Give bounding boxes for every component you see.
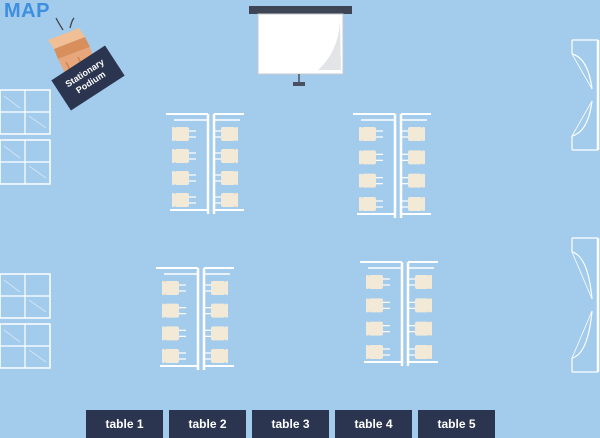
chair-icon <box>359 127 383 141</box>
projector-screen-icon <box>249 6 352 86</box>
tab-table-2[interactable]: table 2 <box>169 410 246 438</box>
tab-table-5[interactable]: table 5 <box>418 410 495 438</box>
table-group-2 <box>353 113 431 218</box>
chair-icon <box>172 149 196 163</box>
chair-icon <box>204 281 228 295</box>
chair-icon <box>359 197 383 211</box>
chair-icon <box>172 193 196 207</box>
window-icon <box>0 273 51 369</box>
chair-icon <box>162 349 186 363</box>
chair-icon <box>408 298 432 313</box>
chair-icon <box>359 173 383 188</box>
chair-icon <box>408 345 432 359</box>
chair-icon <box>408 275 432 289</box>
chair-icon <box>401 173 425 188</box>
chair-icon <box>401 150 425 165</box>
door-icon <box>571 39 600 151</box>
table-group-4 <box>360 261 438 366</box>
table-groups <box>156 113 438 370</box>
chair-icon <box>172 127 196 141</box>
chair-icon <box>162 303 186 318</box>
tab-table-4[interactable]: table 4 <box>335 410 412 438</box>
chair-icon <box>366 345 390 359</box>
chair-icon <box>401 127 425 141</box>
table-group-1 <box>166 113 244 214</box>
chair-icon <box>162 326 186 341</box>
door-icon <box>571 237 600 373</box>
chair-icon <box>401 197 425 211</box>
doors <box>571 39 600 373</box>
chair-icon <box>366 321 390 336</box>
chair-icon <box>204 326 228 341</box>
table-group-3 <box>156 267 234 370</box>
chair-icon <box>366 275 390 289</box>
chair-icon <box>408 321 432 336</box>
tab-table-1[interactable]: table 1 <box>86 410 163 438</box>
map-title: MAP <box>4 0 50 22</box>
chair-icon <box>204 349 228 363</box>
chair-icon <box>214 171 238 185</box>
chair-icon <box>366 298 390 313</box>
chair-icon <box>172 171 196 185</box>
windows <box>0 89 51 369</box>
chair-icon <box>359 150 383 165</box>
chair-icon <box>214 127 238 141</box>
chair-icon <box>204 303 228 318</box>
chair-icon <box>214 193 238 207</box>
chair-icon <box>214 149 238 163</box>
tab-table-3[interactable]: table 3 <box>252 410 329 438</box>
window-icon <box>0 89 51 185</box>
chair-icon <box>162 281 186 295</box>
